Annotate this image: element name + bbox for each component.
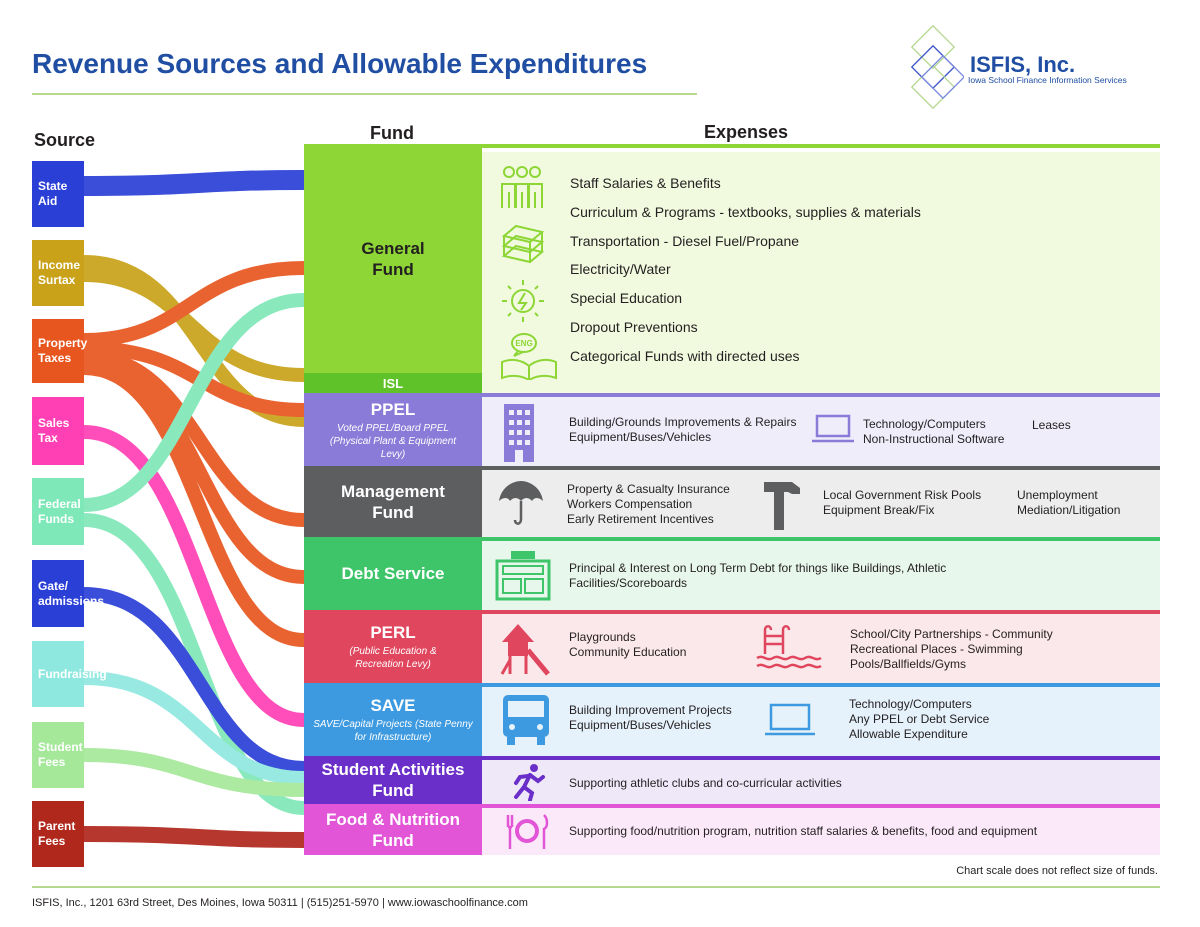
general-expense-4: Electricity/Water — [570, 261, 671, 277]
source-gate-admissions: Gate/ admissions — [32, 560, 104, 627]
fund-ppel: PPEL Voted PPEL/Board PPEL (Physical Pla… — [304, 393, 482, 466]
fund-general: General Fund — [304, 144, 482, 373]
flow-property-perl — [83, 361, 305, 647]
save-expense-1: Building Improvement Projects — [569, 703, 732, 717]
page-title: Revenue Sources and Allowable Expenditur… — [32, 48, 648, 79]
perl-expense-5: Pools/Ballfields/Gyms — [850, 657, 967, 671]
office-building-icon — [504, 404, 534, 462]
food-expenses-panel — [482, 808, 1160, 855]
logo-subtitle: Iowa School Finance Information Services — [968, 75, 1127, 85]
general-expense-1: Staff Salaries & Benefits — [570, 175, 721, 191]
fund-isl: ISL — [304, 373, 482, 393]
title-divider — [32, 93, 697, 95]
management-expenses-panel — [482, 470, 1160, 537]
student-expense-1: Supporting athletic clubs and co-curricu… — [569, 776, 842, 790]
fund-management: Management Fund — [304, 466, 482, 537]
source-parent-fees: Parent Fees — [32, 801, 84, 867]
general-expense-5: Special Education — [570, 290, 683, 306]
debt-expense-2: Facilities/Scoreboards — [569, 576, 688, 590]
flow-gate-student — [83, 587, 305, 775]
umbrella-icon — [499, 481, 543, 525]
general-expense-3: Transportation - Diesel Fuel/Propane — [570, 233, 800, 249]
source-sales-tax: Sales Tax — [32, 397, 84, 465]
perl-expenses-panel — [482, 614, 1160, 683]
laptop-icon — [812, 414, 854, 443]
management-expense-1: Property & Casualty Insurance — [567, 482, 730, 496]
source-state-aid: State Aid — [32, 161, 84, 227]
scoreboard-icon — [495, 551, 551, 601]
save-expense-4: Any PPEL or Debt Service — [849, 712, 990, 726]
ppel-expense-2: Equipment/Buses/Vehicles — [569, 430, 712, 444]
perl-expense-4: Recreational Places - Swimming — [850, 642, 1023, 656]
save-expenses-panel — [482, 687, 1160, 756]
flow-stateaid-general — [83, 170, 305, 196]
source-header: Source — [34, 130, 96, 150]
save-expense-2: Equipment/Buses/Vehicles — [569, 718, 712, 732]
language-book-icon: ENG — [501, 333, 557, 380]
perl-expense-1: Playgrounds — [569, 630, 636, 644]
save-expense-5: Allowable Expenditure — [849, 727, 968, 741]
general-expense-6: Dropout Preventions — [570, 319, 698, 335]
fund-debt-service: Debt Service — [304, 537, 482, 610]
svg-text:ENG: ENG — [515, 339, 532, 348]
fund-header: Fund — [370, 123, 414, 143]
electricity-icon — [502, 280, 544, 322]
flow-property-debt — [83, 355, 305, 584]
scale-note: Chart scale does not reflect size of fun… — [956, 865, 1158, 877]
management-expense-3: Early Retirement Incentives — [567, 512, 714, 526]
isfis-logo-icon — [910, 24, 964, 110]
source-income-surtax: Income Surtax — [32, 240, 84, 306]
runner-icon — [514, 764, 545, 801]
ppel-expense-5: Leases — [1032, 418, 1071, 432]
logo-name: ISFIS, Inc. — [970, 52, 1076, 77]
footer-divider — [32, 886, 1160, 888]
management-expense-4: Local Government Risk Pools — [823, 488, 982, 502]
perl-expense-3: School/City Partnerships - Community — [850, 627, 1053, 641]
ppel-expenses-panel — [482, 397, 1160, 466]
people-icon — [501, 166, 543, 208]
management-expense-5: Equipment Break/Fix — [823, 503, 935, 517]
bus-icon — [503, 695, 549, 745]
general-expense-2: Curriculum & Programs - textbooks, suppl… — [570, 204, 921, 220]
flow-studentfees-student — [83, 748, 305, 797]
save-expense-3: Technology/Computers — [849, 697, 972, 711]
books-icon — [501, 224, 545, 264]
flow-sales-save — [83, 425, 305, 727]
management-expense-6: Unemployment — [1017, 488, 1098, 502]
source-student-fees: Student Fees — [32, 722, 84, 788]
expenses-header: Expenses — [704, 122, 789, 142]
hammer-icon — [764, 482, 800, 530]
general-expense-7: Categorical Funds with directed uses — [570, 348, 800, 364]
fund-food-nutrition: Food & Nutrition Fund — [304, 804, 482, 855]
flow-fundraising-student — [83, 671, 305, 785]
plate-cutlery-icon — [506, 814, 549, 849]
debt-expense-1: Principal & Interest on Long Term Debt f… — [569, 561, 947, 575]
student-expenses-panel — [482, 760, 1160, 804]
ppel-expense-1: Building/Grounds Improvements & Repairs — [569, 415, 797, 429]
fund-perl: PERL (Public Education & Recreation Levy… — [304, 610, 482, 683]
source-fundraising: Fundraising — [32, 641, 107, 707]
food-expense-1: Supporting food/nutrition program, nutri… — [569, 824, 1038, 838]
fund-student-activities: Student Activities Fund — [304, 756, 482, 804]
management-expense-2: Workers Compensation — [567, 497, 693, 511]
flow-parentfees-food — [83, 826, 305, 848]
management-expense-7: Mediation/Litigation — [1017, 503, 1121, 517]
fund-save: SAVE SAVE/Capital Projects (State Penny … — [304, 683, 482, 756]
playground-icon — [500, 624, 550, 676]
flow-property-general — [83, 261, 305, 347]
footer-contact: ISFIS, Inc., 1201 63rd Street, Des Moine… — [32, 897, 528, 909]
swimming-pool-icon — [756, 625, 822, 669]
perl-expense-2: Community Education — [569, 645, 687, 659]
flow-property-management — [83, 349, 305, 527]
debt-expenses-panel — [482, 541, 1160, 610]
general-expenses-panel — [482, 152, 1160, 393]
flow-federal-general — [83, 293, 305, 512]
ppel-expense-3: Technology/Computers — [863, 417, 986, 431]
ppel-expense-4: Non-Instructional Software — [863, 432, 1005, 446]
source-federal-funds: Federal Funds — [32, 478, 84, 545]
source-property-taxes: Property Taxes — [32, 319, 87, 383]
laptop-icon — [765, 703, 815, 736]
